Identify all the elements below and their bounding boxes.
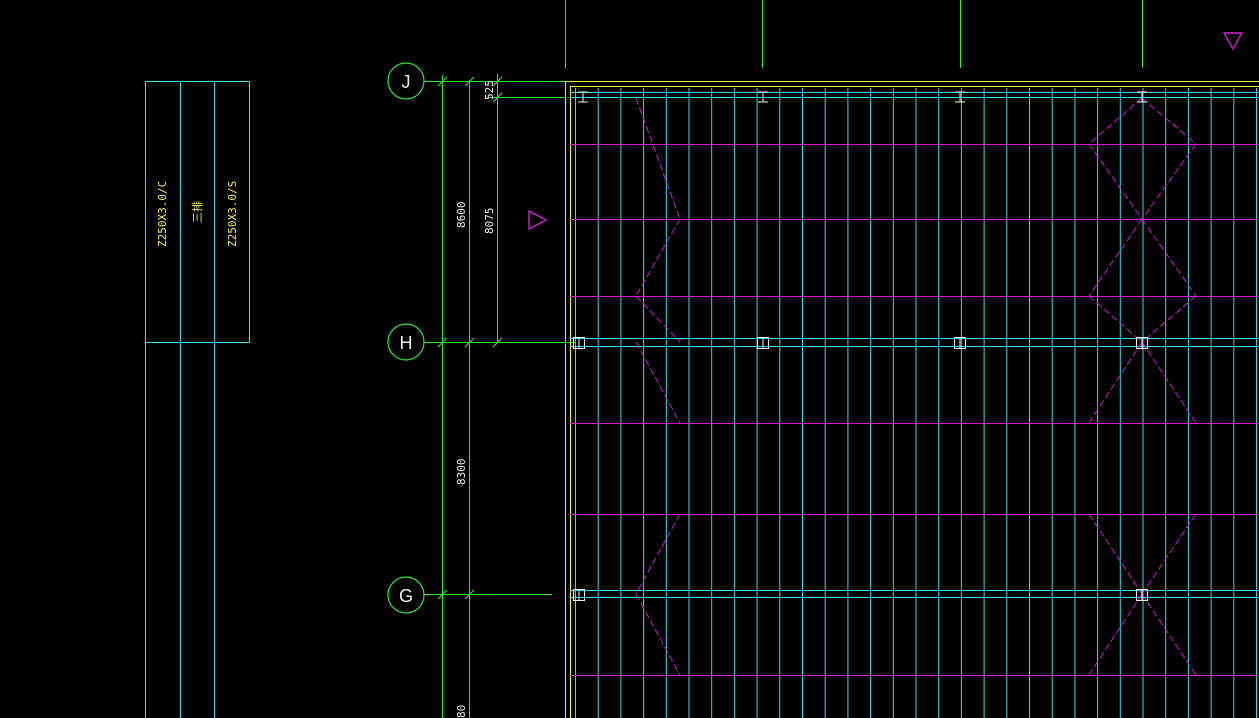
bracing-diagonal-line xyxy=(1141,218,1197,297)
dimension-lower: 8300 xyxy=(455,459,468,486)
bracing-diagonal-line xyxy=(1088,143,1143,220)
bracing-diagonal-line xyxy=(1088,295,1143,343)
grid-bubble-h[interactable]: H xyxy=(387,323,425,361)
bracing-diagonal-line xyxy=(635,341,681,424)
bracing-diagonal-line xyxy=(635,218,681,297)
triangle-down-icon xyxy=(1222,32,1244,51)
bracing-diagonal-line xyxy=(1088,341,1143,424)
bracing-diagonal-line xyxy=(1141,97,1197,145)
dimension-top-small: 525 xyxy=(483,80,496,100)
triangle-right-icon xyxy=(528,209,548,231)
bracing-diagonal-line xyxy=(1141,593,1197,676)
bracing-diagonal-line xyxy=(1141,143,1197,220)
bracing-diagonal-line xyxy=(635,295,681,343)
column-markers xyxy=(573,91,1148,601)
grid-bubble-label-j: J xyxy=(402,72,411,92)
bracing-diagonal-line xyxy=(1141,341,1197,424)
dimension-bottom-partial: 80 xyxy=(455,705,468,718)
bracing-diagonal-line xyxy=(1088,97,1143,145)
roof-plan xyxy=(565,81,1259,718)
legend-right-label: Z250X3.0/S xyxy=(226,181,239,247)
bracing-diagonals xyxy=(635,97,1197,676)
bracing-diagonal-line xyxy=(1088,218,1143,297)
bracing-diagonal-line xyxy=(635,593,681,676)
grid-bubble-j[interactable]: J xyxy=(387,62,425,100)
grid-bubble-label-g: G xyxy=(399,586,413,606)
purlin-legend: Z250X3.0/C 三排 Z250X3.0/S xyxy=(145,81,250,718)
legend-left-label: Z250X3.0/C xyxy=(156,181,169,247)
dimension-upper: 8075 xyxy=(483,208,496,235)
purlin-verticals xyxy=(575,88,1257,718)
dimension-texts: 8600 8075 525 8300 80 xyxy=(455,80,496,718)
bracing-diagonal-line xyxy=(1088,513,1143,595)
bracing-diagonal-line xyxy=(635,97,681,220)
bracing-horizontals xyxy=(570,144,1259,676)
bracing-diagonal-line xyxy=(1141,513,1197,595)
roof-edge-lines xyxy=(565,81,1259,718)
grid-bubble-g[interactable]: G xyxy=(387,576,425,614)
bracing-diagonal-line xyxy=(1141,295,1197,343)
bracing-diagonal-line xyxy=(1088,593,1143,676)
dimension-lines xyxy=(424,0,1143,718)
dimension-ticks xyxy=(437,76,503,600)
bracing-diagonal-line xyxy=(635,513,681,595)
dimension-overall: 8600 xyxy=(455,202,468,229)
legend-middle-label: 三排 xyxy=(190,201,204,223)
grid-bubble-label-h: H xyxy=(400,333,413,353)
